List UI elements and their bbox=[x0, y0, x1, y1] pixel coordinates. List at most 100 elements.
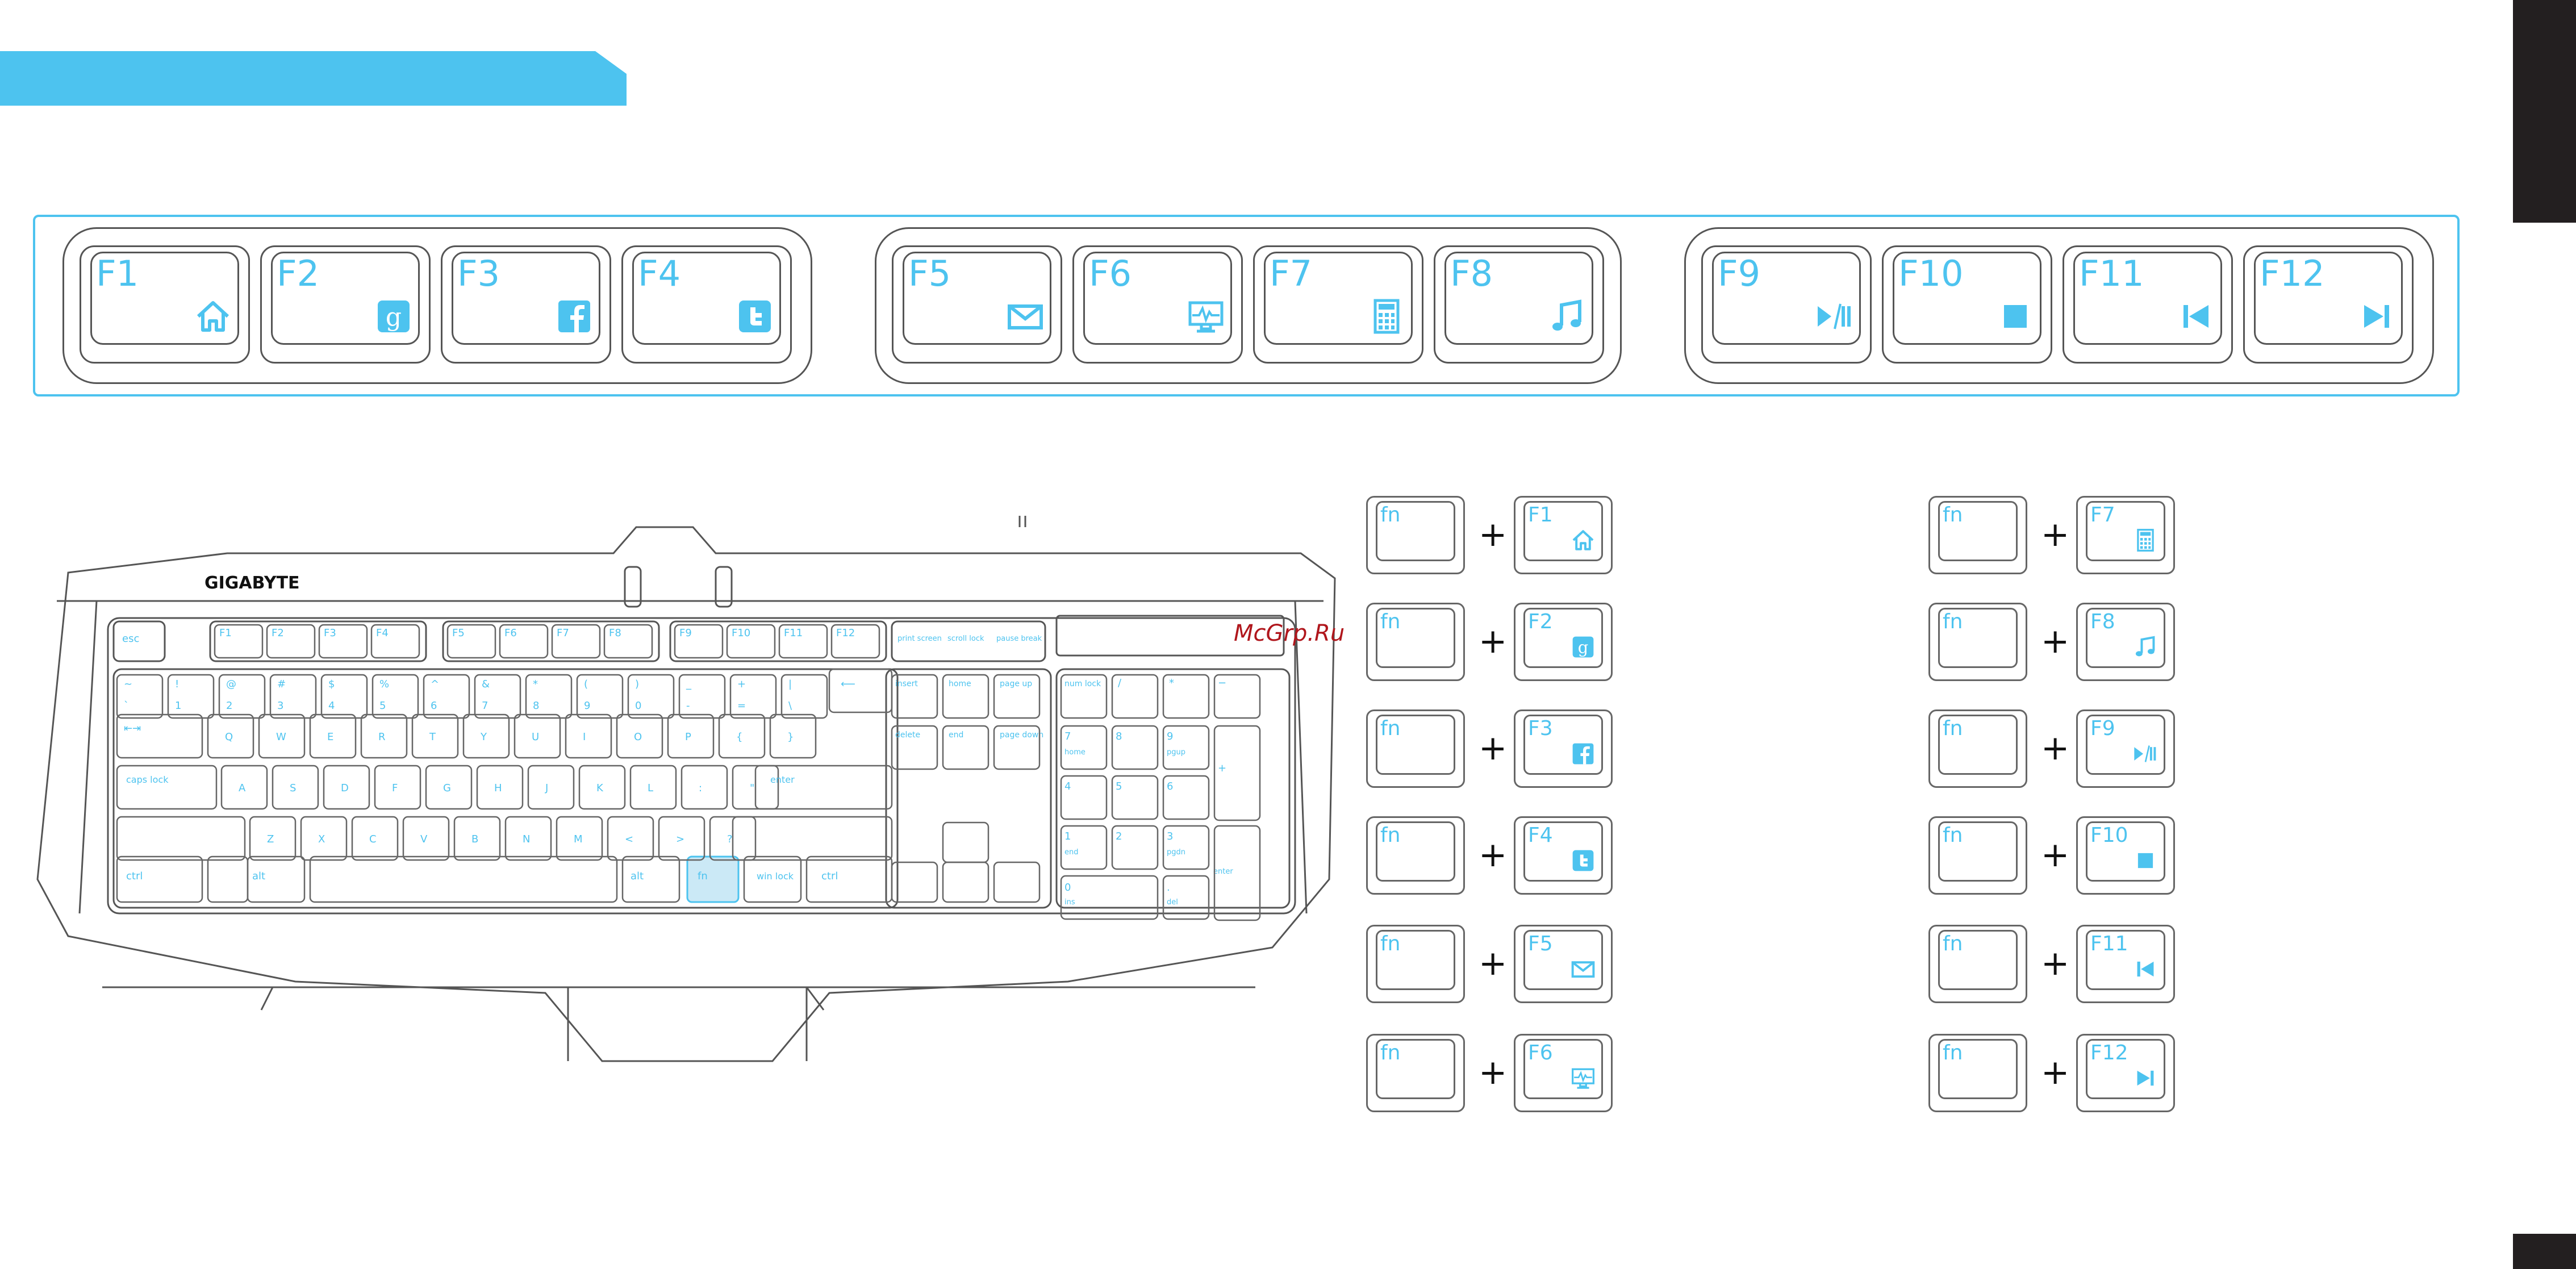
facebook-icon bbox=[556, 298, 592, 335]
key-cap bbox=[1938, 608, 2018, 668]
fkey-label: F4 bbox=[1528, 824, 1553, 847]
monitor-icon bbox=[1188, 298, 1224, 335]
kb-key-number: 4 bbox=[328, 700, 335, 712]
kb-key-symbol: & bbox=[482, 678, 490, 690]
fkey-cap bbox=[271, 252, 420, 345]
kb-key bbox=[411, 713, 459, 759]
fkey-cap bbox=[1444, 252, 1593, 345]
calculator-icon bbox=[2134, 528, 2157, 552]
kb-key bbox=[476, 765, 524, 810]
fkey-f8: F8 bbox=[1434, 245, 1604, 364]
kb-key bbox=[446, 624, 496, 659]
kb-key bbox=[504, 816, 552, 861]
fkey-cap bbox=[2073, 252, 2222, 345]
kb-f6: F6 bbox=[504, 627, 517, 639]
kb-key bbox=[525, 674, 573, 719]
kb-num3: 3 bbox=[1167, 830, 1173, 842]
fkey-label: F11 bbox=[2079, 253, 2144, 294]
fkey-label: F3 bbox=[1528, 717, 1553, 740]
kb-key-letter: D bbox=[341, 782, 349, 794]
kb-key bbox=[474, 674, 521, 719]
kb-esc: esc bbox=[122, 633, 139, 645]
kb-slash: / bbox=[1118, 677, 1122, 689]
kb-key bbox=[402, 816, 450, 861]
kb-key-letter: X bbox=[318, 833, 325, 845]
key-cap bbox=[1376, 821, 1455, 882]
kb-key-number: - bbox=[686, 700, 690, 712]
key-cap bbox=[1523, 1039, 1603, 1099]
kb-key-letter: H bbox=[494, 782, 502, 794]
kb-key-symbol: + bbox=[737, 678, 746, 690]
plus-sign: + bbox=[1479, 728, 1508, 768]
kb-key-number: 7 bbox=[482, 700, 488, 712]
mail-icon bbox=[1007, 298, 1043, 335]
kb-key bbox=[218, 674, 266, 719]
kb-key bbox=[351, 816, 399, 861]
kb-key-symbol: _ bbox=[686, 678, 692, 690]
combo-f5-key: F5 bbox=[1514, 925, 1613, 1003]
kb-key-letter: B bbox=[471, 833, 478, 845]
kb-key-letter: G bbox=[443, 782, 451, 794]
kb-key bbox=[116, 674, 164, 719]
kb-key-letter: } bbox=[787, 731, 794, 743]
kb-win-lock: win lock bbox=[757, 871, 794, 882]
fkey-f3: F3 bbox=[441, 245, 611, 364]
fn-label: fn bbox=[1943, 610, 1963, 633]
kb-key-number: 1 bbox=[175, 700, 181, 712]
kb-page-down: page down bbox=[1000, 730, 1043, 740]
kb-insert: insert bbox=[895, 679, 918, 688]
monitor-icon bbox=[1571, 1066, 1595, 1090]
fn-label: fn bbox=[1380, 503, 1401, 527]
calculator-icon bbox=[1368, 298, 1405, 335]
fkey-label: F2 bbox=[277, 253, 320, 294]
kb-key bbox=[423, 674, 470, 719]
kb-key bbox=[323, 765, 370, 810]
kb-num4: 4 bbox=[1064, 780, 1071, 792]
kb-key-letter: " bbox=[750, 782, 754, 794]
kb-key bbox=[220, 765, 268, 810]
kb-fn: fn bbox=[698, 870, 708, 882]
kb-tab: ⇤⇥ bbox=[124, 723, 141, 734]
kb-backspace: ⟵ bbox=[841, 678, 855, 690]
kb-key bbox=[565, 713, 612, 759]
kb-key-number: 9 bbox=[584, 700, 590, 712]
kb-key-symbol: ! bbox=[175, 678, 179, 690]
fkey-group-2 bbox=[875, 227, 1622, 384]
kb-key bbox=[780, 674, 828, 719]
kb-f5: F5 bbox=[452, 627, 465, 639]
plus-sign: + bbox=[1479, 621, 1508, 661]
kb-num-pgup: pgup bbox=[1167, 748, 1185, 757]
keyboard-illustration: GIGABYTE esc print screen scroll lock pa… bbox=[36, 516, 1336, 1062]
combo-fn-key: fn bbox=[1928, 925, 2027, 1003]
combo-f9-key: F9 bbox=[2076, 709, 2175, 788]
fkey-cap bbox=[1712, 252, 1861, 345]
kb-key bbox=[269, 674, 317, 719]
fkey-label: F9 bbox=[2090, 717, 2115, 740]
plus-sign: + bbox=[2041, 621, 2070, 661]
kb-alt-left: alt bbox=[252, 870, 265, 882]
combo-fn-key: fn bbox=[1366, 603, 1465, 681]
combo-f8-key: F8 bbox=[2076, 603, 2175, 681]
fkey-f9: F9 bbox=[1701, 245, 1872, 364]
fkey-cap bbox=[90, 252, 239, 345]
kb-key-symbol: ~ bbox=[124, 678, 132, 690]
kb-f9: F9 bbox=[679, 627, 692, 639]
fn-label: fn bbox=[1943, 717, 1963, 740]
kb-key-symbol: | bbox=[788, 678, 792, 690]
plus-sign: + bbox=[2041, 835, 2070, 875]
fkey-f11: F11 bbox=[2063, 245, 2233, 364]
key-cap bbox=[2086, 930, 2165, 990]
kb-key bbox=[320, 674, 368, 719]
key-cap bbox=[1523, 501, 1603, 561]
fkey-label: F7 bbox=[2090, 503, 2115, 527]
side-tab-top bbox=[2513, 0, 2576, 223]
fn-label: fn bbox=[1380, 932, 1401, 955]
facebook-icon bbox=[1571, 742, 1595, 766]
stop-icon bbox=[2134, 849, 2157, 873]
kb-key bbox=[718, 713, 766, 759]
kb-key-letter: C bbox=[369, 833, 377, 845]
kb-key bbox=[258, 713, 306, 759]
combo-f7-key: F7 bbox=[2076, 496, 2175, 574]
fkey-f10: F10 bbox=[1882, 245, 2052, 364]
play-pause-icon bbox=[1817, 298, 1853, 335]
